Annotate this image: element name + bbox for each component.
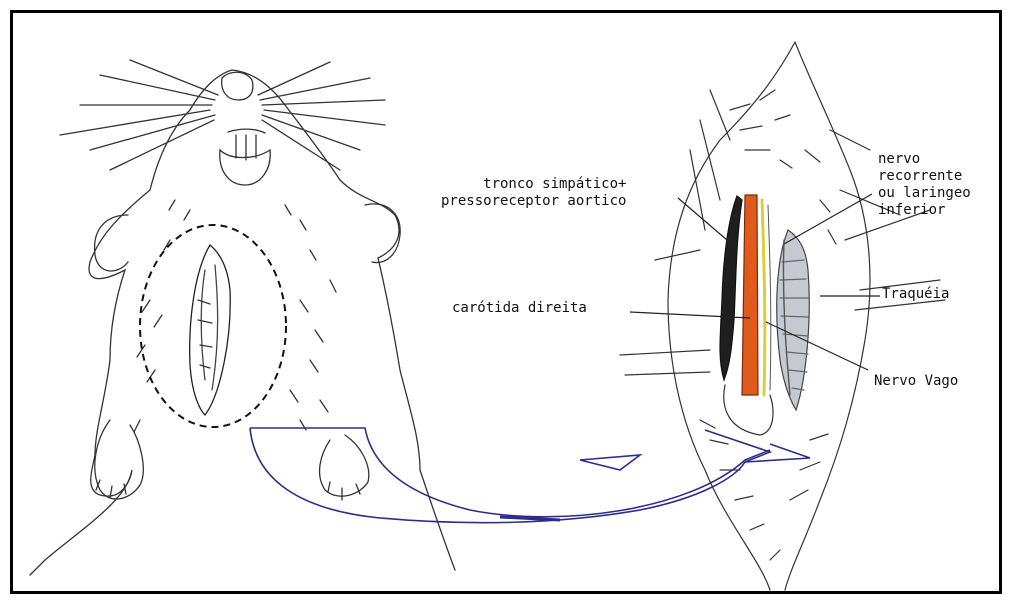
- neck-dissection-drawing: [620, 42, 945, 590]
- label-carotid: carótida direita: [452, 300, 587, 317]
- leader-sympathetic: [678, 198, 734, 246]
- rat-ventral-view-drawing: [30, 60, 455, 575]
- incision-highlight-ellipse: [140, 225, 286, 427]
- curved-arrow-icon: [250, 428, 810, 523]
- leader-recurrent: [784, 194, 872, 244]
- label-recurrent-nerve: nervo recorrente ou laringeo inferior: [878, 151, 971, 219]
- label-vagus-nerve: Nervo Vago: [874, 373, 958, 390]
- label-sympathetic-trunk: tronco simpático+ pressoreceptor aortico: [441, 176, 626, 210]
- label-trachea: Traquéia: [882, 286, 949, 303]
